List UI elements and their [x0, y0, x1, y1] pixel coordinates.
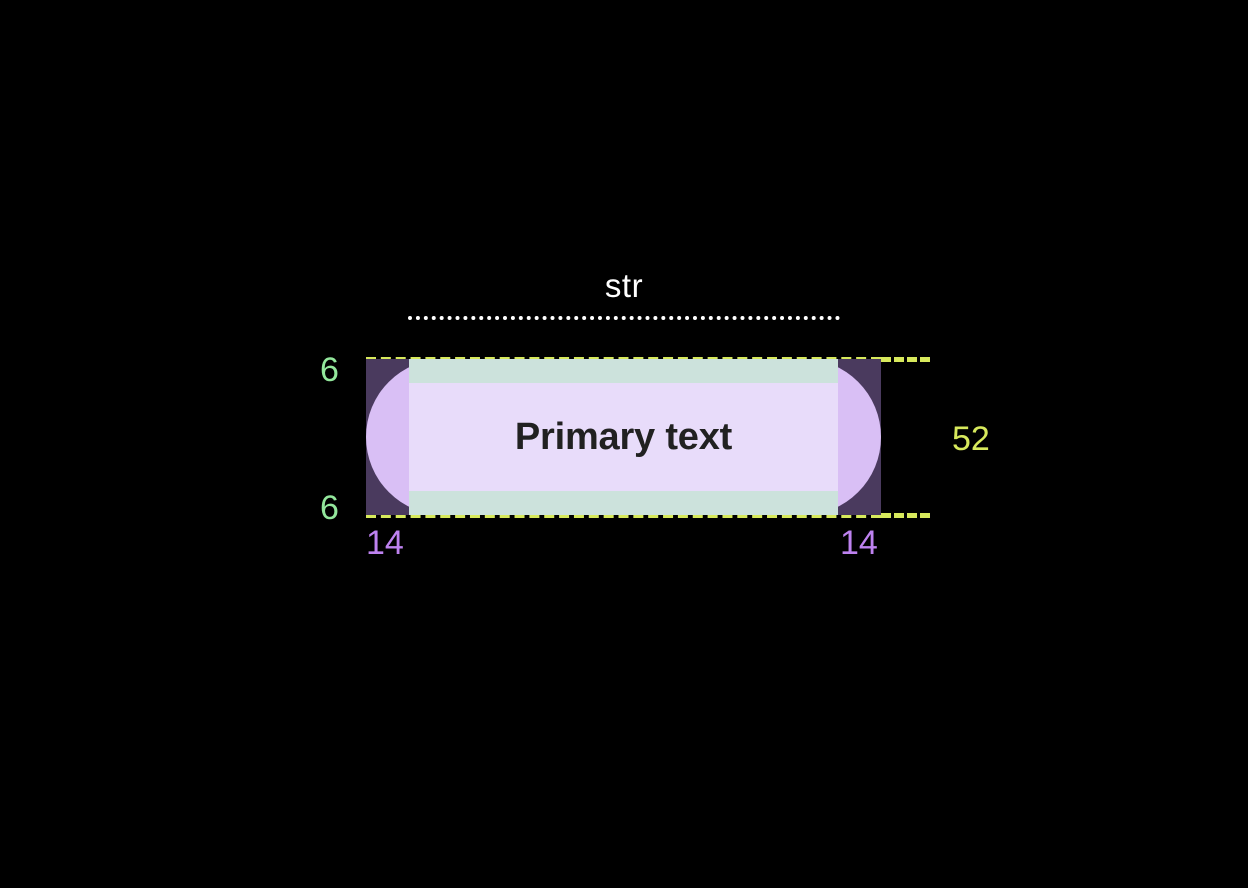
padding-right-value: 14 [840, 524, 878, 562]
width-annotation-rule [408, 316, 840, 320]
height-extension-line-bottom [881, 513, 930, 518]
padding-bottom-value: 6 [320, 489, 339, 527]
padding-top-value: 6 [320, 351, 339, 389]
height-extension-line-top [881, 357, 930, 362]
height-value: 52 [952, 420, 990, 458]
inspected-component[interactable]: Primary text [366, 359, 881, 515]
width-annotation-label: str [604, 267, 644, 304]
component-text-label: Primary text [514, 416, 733, 458]
padding-left-value: 14 [366, 524, 404, 562]
component-content-area: Primary text [409, 383, 838, 491]
box-outline-dash-bottom [366, 513, 881, 518]
